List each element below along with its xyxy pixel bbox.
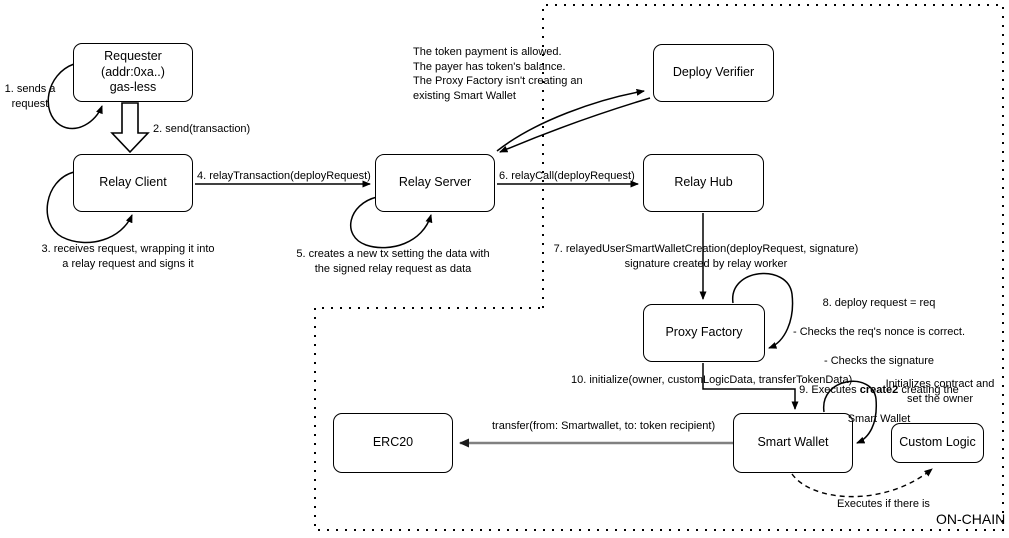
smart-wallet-self-loop-arrow <box>823 380 877 444</box>
step2-label: 2. send(transaction) <box>153 123 251 135</box>
initializes-note: Initializes contract and set the owner <box>885 378 995 405</box>
step8-line2: - Checks the req's nonce is correct. <box>792 325 966 338</box>
send-transaction-block-arrow <box>110 102 150 154</box>
node-relay-server: Relay Server <box>375 154 495 212</box>
node-relay-client: Relay Client <box>73 154 193 212</box>
proxy-factory-self-loop-arrow <box>732 272 794 349</box>
executes-dashed-arrow <box>791 468 933 498</box>
node-erc20: ERC20 <box>333 413 453 473</box>
step9-line1: 9. Executes create2 creating the <box>799 383 959 396</box>
step6-label: 6. relayCall(deployRequest) <box>499 170 635 182</box>
executes-note: Executes if there is <box>837 498 930 510</box>
node-requester: Requester (addr:0xa..) gas-less <box>73 43 193 102</box>
node-smart-wallet: Smart Wallet <box>733 413 853 473</box>
step8-line3: - Checks the signature <box>823 354 935 367</box>
step3-label: 3. receives request, wrapping it into a … <box>41 243 215 270</box>
step10-label: 10. initialize(owner, customLogicData, t… <box>571 374 853 386</box>
create2-keyword: create2 <box>859 383 899 396</box>
transfer-label: transfer(from: Smartwallet, to: token re… <box>492 420 716 432</box>
requester-self-loop-arrow <box>47 63 103 130</box>
onchain-border <box>314 4 1004 531</box>
node-relay-hub: Relay Hub <box>643 154 764 212</box>
step4-label: 4. relayTransaction(deployRequest) <box>197 170 371 182</box>
node-custom-logic: Custom Logic <box>891 423 984 463</box>
relay-client-self-loop-arrow <box>46 171 133 244</box>
relay-server-self-loop-arrow <box>349 196 433 249</box>
node-proxy-factory: Proxy Factory <box>643 304 765 362</box>
onchain-label: ON-CHAIN <box>936 511 1006 527</box>
verifier-note: The token payment is allowed. The payer … <box>413 46 583 102</box>
step9-line2: Smart Wallet <box>847 412 911 425</box>
verify-request-arrow <box>496 88 645 152</box>
step1-label: 1. sends a request <box>4 83 56 110</box>
step5-label: 5. creates a new tx setting the data wit… <box>296 248 490 275</box>
step8-line1: 8. deploy request = req <box>822 296 936 309</box>
initialize-arrow <box>702 363 799 410</box>
step7-label: 7. relayedUserSmartWalletCreation(deploy… <box>553 243 859 270</box>
step8-9-label: 8. deploy request = req - Checks the req… <box>780 281 978 441</box>
node-deploy-verifier: Deploy Verifier <box>653 44 774 102</box>
verify-response-arrow <box>499 97 651 153</box>
